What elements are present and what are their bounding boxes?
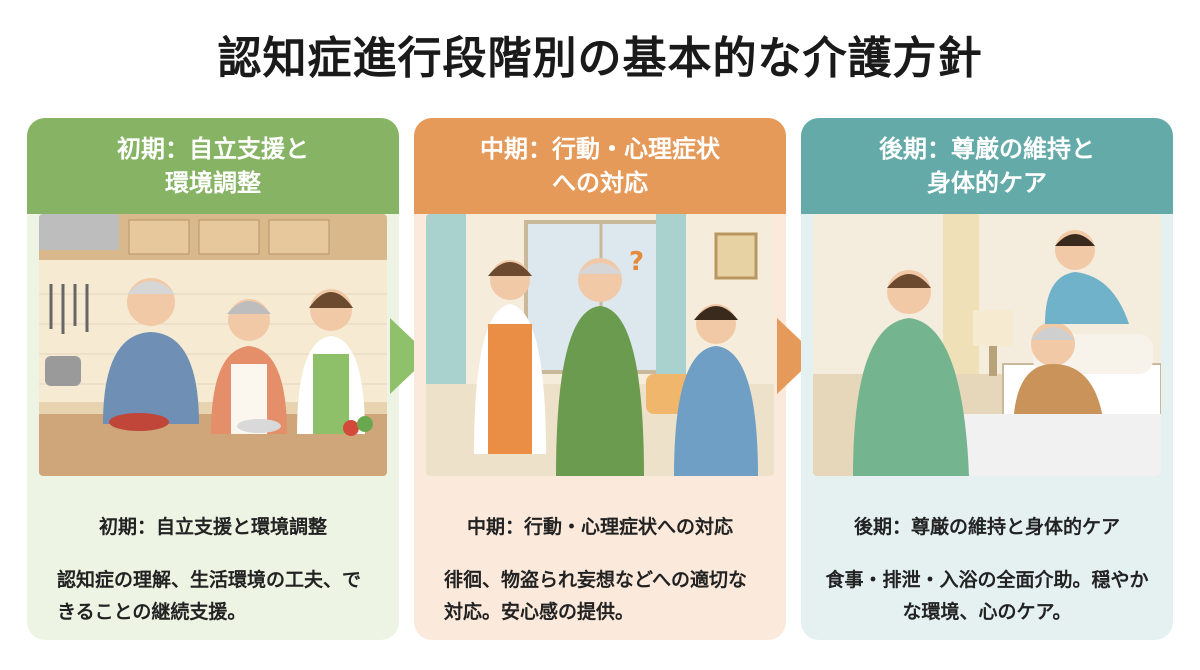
stage-description: 認知症の理解、生活環境の工夫、できることの継続支援。 — [57, 569, 362, 623]
stage-subtitle: 後期：尊厳の維持と身体的ケア — [853, 516, 1120, 538]
stage-description: 徘徊、物盗られ妄想などへの適切な対応。安心感の提供。 — [444, 569, 748, 623]
page-title: 認知症進行段階別の基本的な介護方針 — [217, 33, 983, 84]
kitchen-illustration — [39, 214, 387, 596]
stage-header: 初期：自立支援と 環境調整 — [27, 118, 399, 214]
stage-subtitle: 中期：行動・心理症状への対応 — [466, 516, 733, 538]
living-room-illustration: ? — [426, 214, 774, 596]
stage-card-early: 初期：自立支援と 環境調整 — [27, 118, 399, 640]
bedside-illustration — [813, 214, 1161, 596]
stage-card-middle: 中期：行動・心理症状 への対応 ? — [414, 118, 786, 640]
question-mark: ? — [629, 247, 644, 277]
stage-header: 後期：尊厳の維持と 身体的ケア — [801, 118, 1173, 214]
stage-header: 中期：行動・心理症状 への対応 — [414, 118, 786, 214]
stage-subtitle: 初期：自立支援と環境調整 — [98, 516, 327, 538]
stage-card-late: 後期：尊厳の維持と 身体的ケア — [801, 118, 1173, 640]
stage-description: 食事・排泄・入浴の全面介助。穏やかな環境、心のケア。 — [825, 569, 1149, 623]
